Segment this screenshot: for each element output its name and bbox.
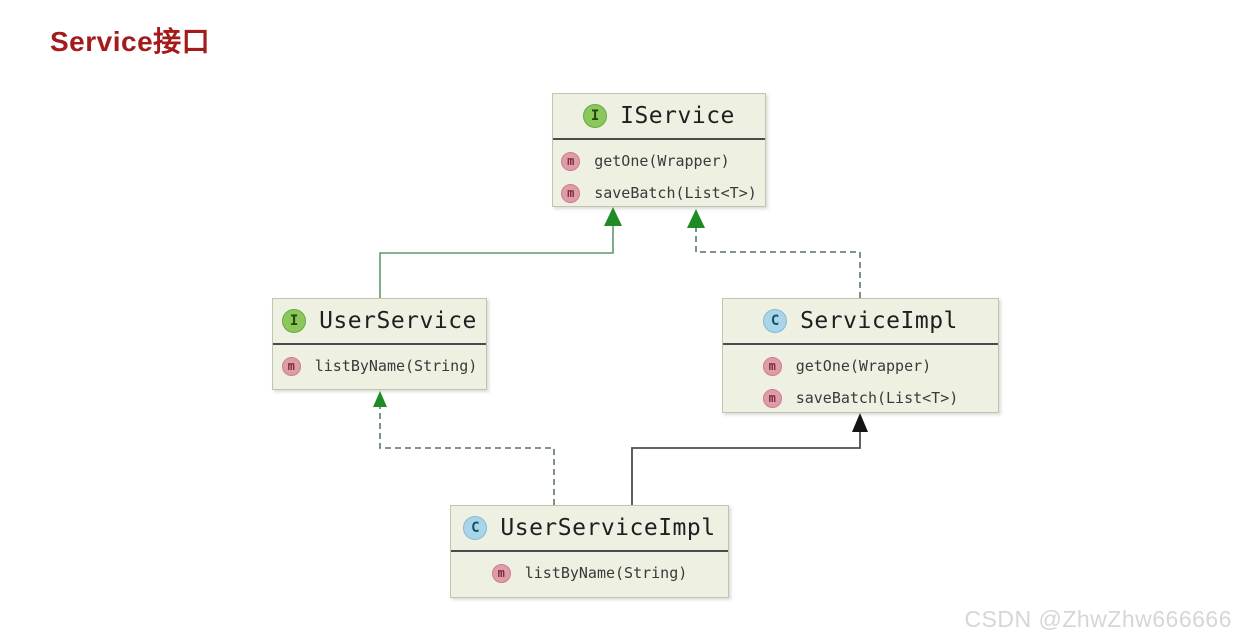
- method-list-serviceimpl: m getOne(Wrapper) m saveBatch(List<T>): [762, 345, 959, 414]
- interface-icon: I: [583, 104, 608, 128]
- method-icon: m: [762, 356, 782, 376]
- method-row[interactable]: m listByName(String): [491, 557, 688, 589]
- method-list-userservice: m listByName(String): [281, 345, 478, 382]
- class-box-iservice[interactable]: I IService m getOne(Wrapper) m saveBatch…: [552, 93, 766, 207]
- class-name-serviceimpl: ServiceImpl: [800, 308, 958, 334]
- method-label: listByName(String): [524, 564, 688, 582]
- method-row[interactable]: m saveBatch(List<T>): [762, 382, 959, 414]
- watermark: CSDN @ZhwZhw666666: [964, 606, 1232, 632]
- method-icon: m: [762, 388, 782, 408]
- method-icon: m: [491, 563, 511, 583]
- arrowhead-serviceimpl-implements-iservice: [687, 209, 705, 228]
- method-icon: m: [561, 183, 581, 203]
- arrowhead-userserviceimpl-implements-userservice: [373, 391, 387, 407]
- class-icon: C: [463, 516, 488, 540]
- class-name-iservice: IService: [620, 103, 735, 129]
- edge-serviceimpl-implements-iservice: [695, 227, 861, 298]
- method-label: saveBatch(List<T>): [594, 184, 757, 202]
- method-label: listByName(String): [314, 357, 478, 375]
- arrowhead-userservice-extends-iservice: [604, 207, 622, 226]
- class-box-serviceimpl[interactable]: C ServiceImpl m getOne(Wrapper) m saveBa…: [722, 298, 999, 413]
- method-row[interactable]: m getOne(Wrapper): [762, 350, 959, 382]
- interface-icon: I: [282, 309, 307, 333]
- edge-userserviceimpl-implements-userservice: [379, 406, 555, 505]
- edge-userserviceimpl-extends-serviceimpl: [631, 431, 861, 505]
- class-header-userservice: I UserService: [273, 299, 486, 345]
- class-header-iservice: I IService: [553, 94, 765, 140]
- method-icon: m: [281, 356, 301, 376]
- class-icon: C: [763, 309, 788, 333]
- arrowhead-userserviceimpl-extends-serviceimpl: [852, 413, 868, 432]
- class-box-userservice[interactable]: I UserService m listByName(String): [272, 298, 487, 390]
- class-box-userserviceimpl[interactable]: C UserServiceImpl m listByName(String): [450, 505, 729, 598]
- method-list-userserviceimpl: m listByName(String): [491, 552, 688, 589]
- method-label: saveBatch(List<T>): [795, 389, 959, 407]
- method-icon: m: [561, 151, 581, 171]
- method-list-iservice: m getOne(Wrapper) m saveBatch(List<T>): [561, 140, 757, 209]
- class-header-userserviceimpl: C UserServiceImpl: [451, 506, 728, 552]
- page-title: Service接口: [50, 26, 211, 57]
- method-row[interactable]: m saveBatch(List<T>): [561, 177, 757, 209]
- class-name-userservice: UserService: [319, 308, 477, 334]
- method-row[interactable]: m listByName(String): [281, 350, 478, 382]
- edge-userservice-extends-iservice: [379, 225, 614, 298]
- class-name-userserviceimpl: UserServiceImpl: [500, 515, 716, 541]
- method-label: getOne(Wrapper): [594, 152, 730, 170]
- class-header-serviceimpl: C ServiceImpl: [723, 299, 998, 345]
- method-row[interactable]: m getOne(Wrapper): [561, 145, 757, 177]
- method-label: getOne(Wrapper): [795, 357, 932, 375]
